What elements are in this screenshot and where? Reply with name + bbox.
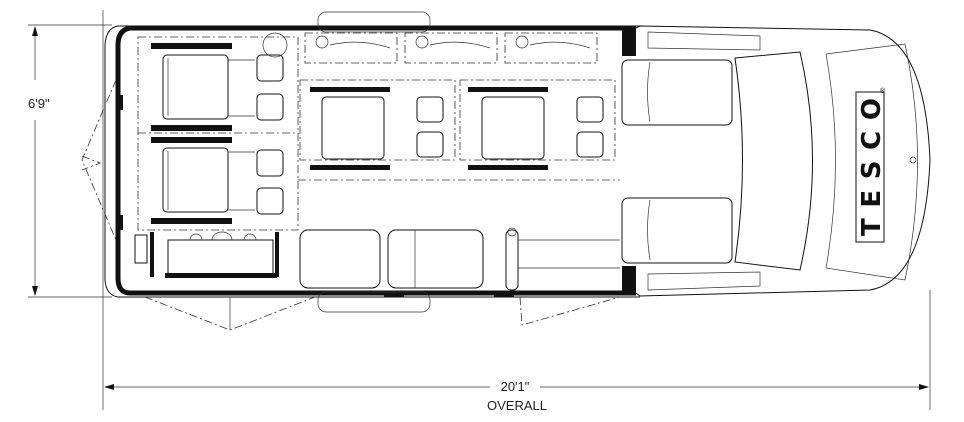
rear-seat-area (137, 36, 299, 231)
wheelchair-lift (134, 231, 279, 278)
width-dimension: 6'9" (28, 24, 112, 298)
passenger-seat (621, 197, 733, 264)
windshield (734, 51, 813, 271)
securement-tracks (262, 32, 598, 64)
bus-body (81, 11, 640, 331)
tesco-logo: TESCO (855, 91, 887, 243)
cab: TESCO ® (621, 25, 931, 297)
wheelchair-position-2 (459, 79, 616, 170)
wheelchair-position-1 (299, 79, 456, 170)
width-label: 6'9" (28, 96, 50, 111)
driver-seat (621, 59, 733, 126)
registered-mark: ® (880, 87, 886, 95)
rear-seat-lower (151, 137, 284, 224)
side-seats (298, 179, 620, 291)
length-caption: OVERALL (487, 398, 547, 413)
length-dimension: 20'1" OVERALL (102, 10, 931, 413)
length-label: 20'1" (501, 379, 530, 394)
rear-seat-upper (151, 43, 284, 131)
